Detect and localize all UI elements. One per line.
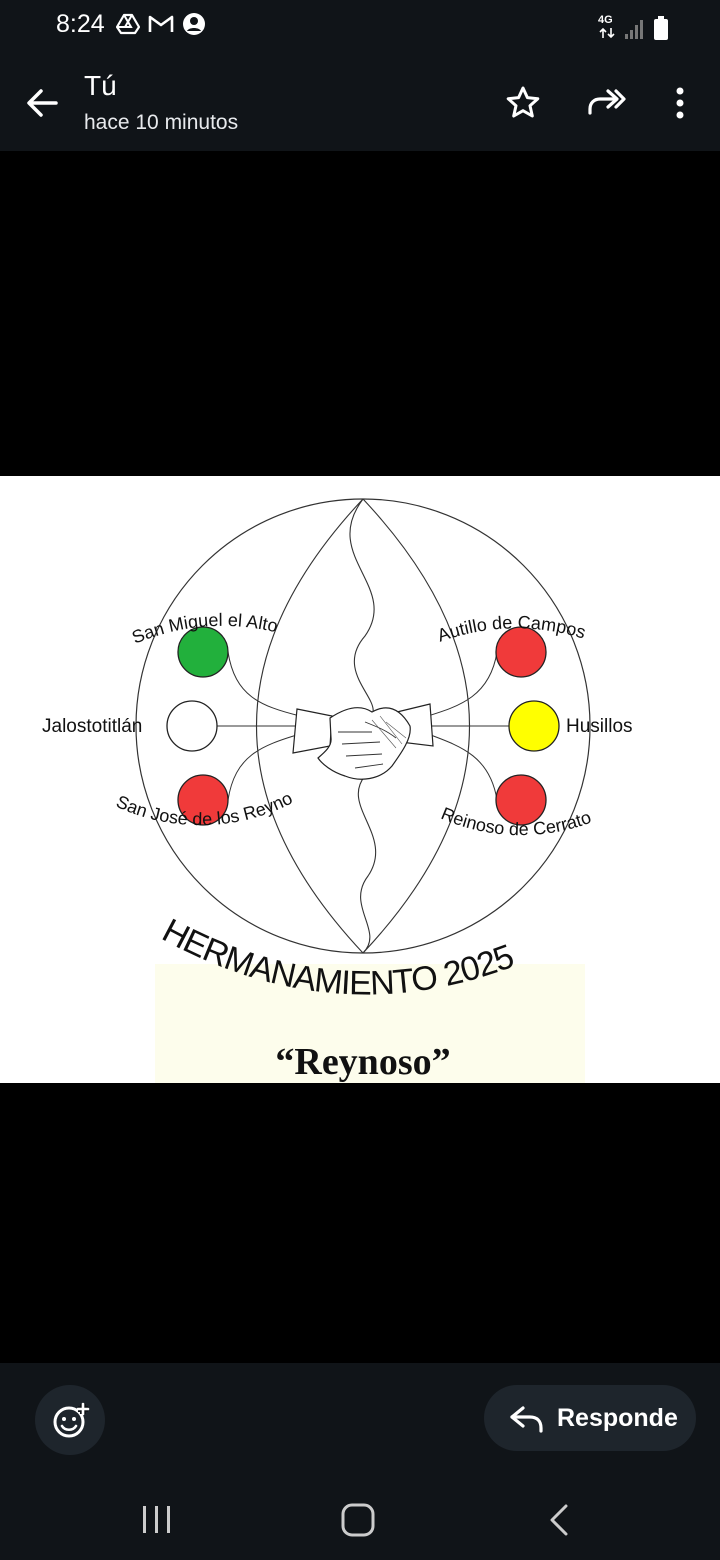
network-indicator: 4G — [598, 14, 616, 40]
data-arrows-icon — [599, 27, 615, 39]
battery-icon — [654, 16, 668, 40]
dot-san-miguel-el-alto — [177, 626, 229, 678]
gmail-icon — [148, 15, 174, 32]
dot-husillos — [508, 700, 560, 752]
status-time: 8:24 — [56, 10, 105, 38]
message-time: hace 10 minutos — [84, 111, 239, 134]
handshake-icon — [292, 703, 434, 780]
drive-icon — [116, 13, 140, 35]
signal-icon — [625, 20, 643, 39]
reply-arrow-icon — [510, 1406, 543, 1433]
subheadline-text: “Reynoso” — [275, 1041, 450, 1083]
recent-apps-icon[interactable] — [132, 1495, 182, 1545]
app-bar: Tú hace 10 minutos — [0, 55, 720, 151]
bottom-bar: Responde — [0, 1363, 720, 1560]
dot-san-jose-de-los-reynoso — [177, 774, 229, 826]
back-arrow-icon[interactable] — [22, 83, 62, 123]
label-husillos: Husillos — [566, 716, 633, 737]
forward-icon[interactable] — [586, 83, 626, 123]
reaction-button[interactable] — [35, 1385, 105, 1455]
shared-image[interactable]: San Miguel el Alto Jalostotitlán San Jos… — [0, 476, 720, 1083]
dot-reinoso-de-cerrato — [495, 774, 547, 826]
add-reaction-icon — [53, 1402, 90, 1438]
twinning-logo: San Miguel el Alto Jalostotitlán San Jos… — [0, 476, 633, 1083]
reply-label: Responde — [557, 1404, 678, 1432]
reply-button[interactable]: Responde — [484, 1385, 696, 1451]
account-icon — [183, 13, 205, 35]
dot-jalostotitlan — [166, 700, 218, 752]
dot-autillo-de-campos — [495, 626, 547, 678]
status-bar: 8:24 4G — [0, 0, 720, 55]
sender-name: Tú — [84, 70, 117, 101]
label-jalostotitlan: Jalostotitlán — [42, 716, 142, 737]
back-nav-icon[interactable] — [535, 1495, 585, 1545]
more-options-icon[interactable] — [660, 83, 700, 123]
home-icon[interactable] — [333, 1495, 383, 1545]
network-type: 4G — [598, 14, 613, 26]
star-icon[interactable] — [503, 83, 543, 123]
